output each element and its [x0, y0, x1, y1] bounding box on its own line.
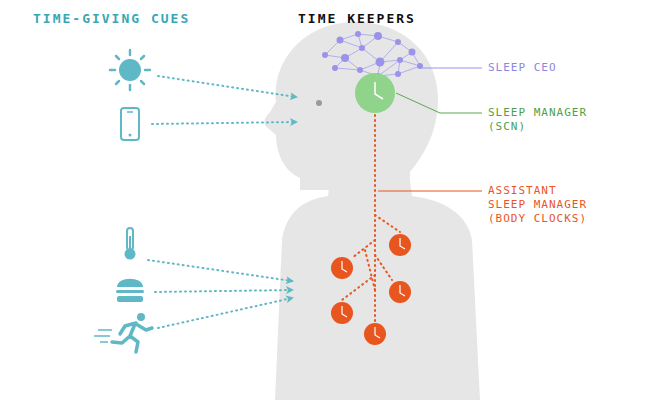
section-heading: TIME KEEPERS [298, 12, 498, 26]
person-silhouette [264, 22, 480, 400]
section-heading: TIME-GIVING CUES [33, 12, 253, 26]
keeper-label: ASSISTANT SLEEP MANAGER (BODY CLOCKS) [488, 184, 596, 226]
brain-network [325, 34, 420, 76]
keeper-label: SLEEP MANAGER (SCN) [488, 106, 598, 134]
cue-icons [94, 50, 152, 352]
leader-line [422, 68, 482, 69]
scn-clock [355, 73, 395, 113]
body-clocks [331, 234, 411, 345]
keeper-label: SLEEP CEO [488, 61, 638, 75]
cue-arrows [148, 76, 296, 328]
